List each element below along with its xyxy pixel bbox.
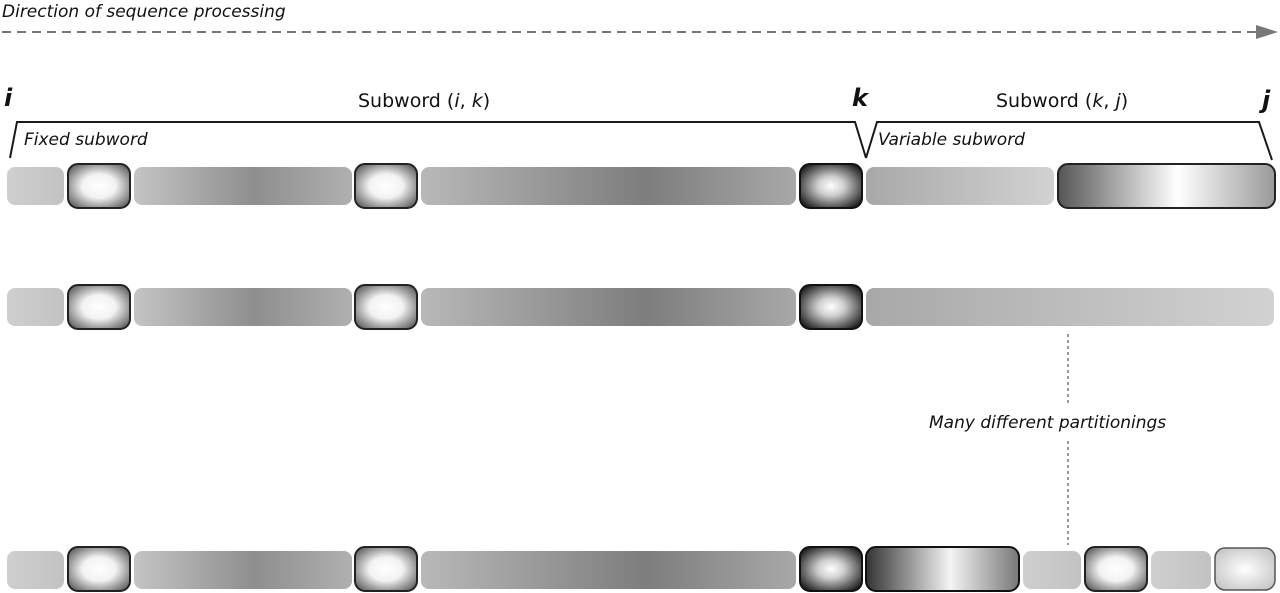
direction-label: Direction of sequence processing bbox=[2, 2, 286, 22]
segment-highlight bbox=[354, 546, 418, 592]
segment bbox=[7, 551, 64, 589]
segment bbox=[134, 167, 352, 205]
segment bbox=[134, 288, 352, 326]
direction-arrow-head bbox=[1256, 25, 1278, 39]
segment bbox=[421, 551, 796, 589]
segment bbox=[7, 167, 64, 205]
segment bbox=[1151, 551, 1211, 589]
position-marker-k: k bbox=[852, 84, 868, 112]
segment-highlight bbox=[67, 546, 131, 592]
segment-highlight bbox=[1214, 547, 1276, 591]
segment bbox=[866, 167, 1054, 205]
variable-subword-bracket bbox=[865, 121, 1273, 161]
variable-subword-label: Variable subword bbox=[878, 130, 1025, 150]
position-marker-i: i bbox=[4, 84, 13, 112]
segment-highlight bbox=[865, 546, 1020, 592]
sequence-row-3 bbox=[7, 546, 1276, 592]
segment bbox=[1023, 551, 1081, 589]
segment bbox=[866, 288, 1274, 326]
subword-ik-label: Subword (i, k) bbox=[358, 90, 491, 112]
segment bbox=[134, 551, 352, 589]
sequence-row-1 bbox=[7, 163, 1276, 209]
segment-highlight bbox=[67, 163, 131, 209]
segment-highlight bbox=[354, 163, 418, 209]
segment-highlight bbox=[799, 546, 863, 592]
segment bbox=[421, 167, 796, 205]
sequence-row-2 bbox=[7, 284, 1274, 330]
partitionings-note: Many different partitionings bbox=[929, 413, 1167, 433]
fixed-subword-bracket bbox=[9, 121, 867, 159]
segment-highlight bbox=[354, 284, 418, 330]
segment-highlight bbox=[1057, 163, 1276, 209]
segment bbox=[421, 288, 796, 326]
segment-highlight bbox=[1084, 546, 1148, 592]
segment bbox=[7, 288, 64, 326]
segment-highlight bbox=[67, 284, 131, 330]
segment-highlight bbox=[799, 284, 863, 330]
position-marker-j: j bbox=[1262, 86, 1271, 114]
subword-kj-label: Subword (k, j) bbox=[996, 90, 1129, 112]
segment-highlight bbox=[799, 163, 863, 209]
fixed-subword-label: Fixed subword bbox=[24, 130, 148, 150]
